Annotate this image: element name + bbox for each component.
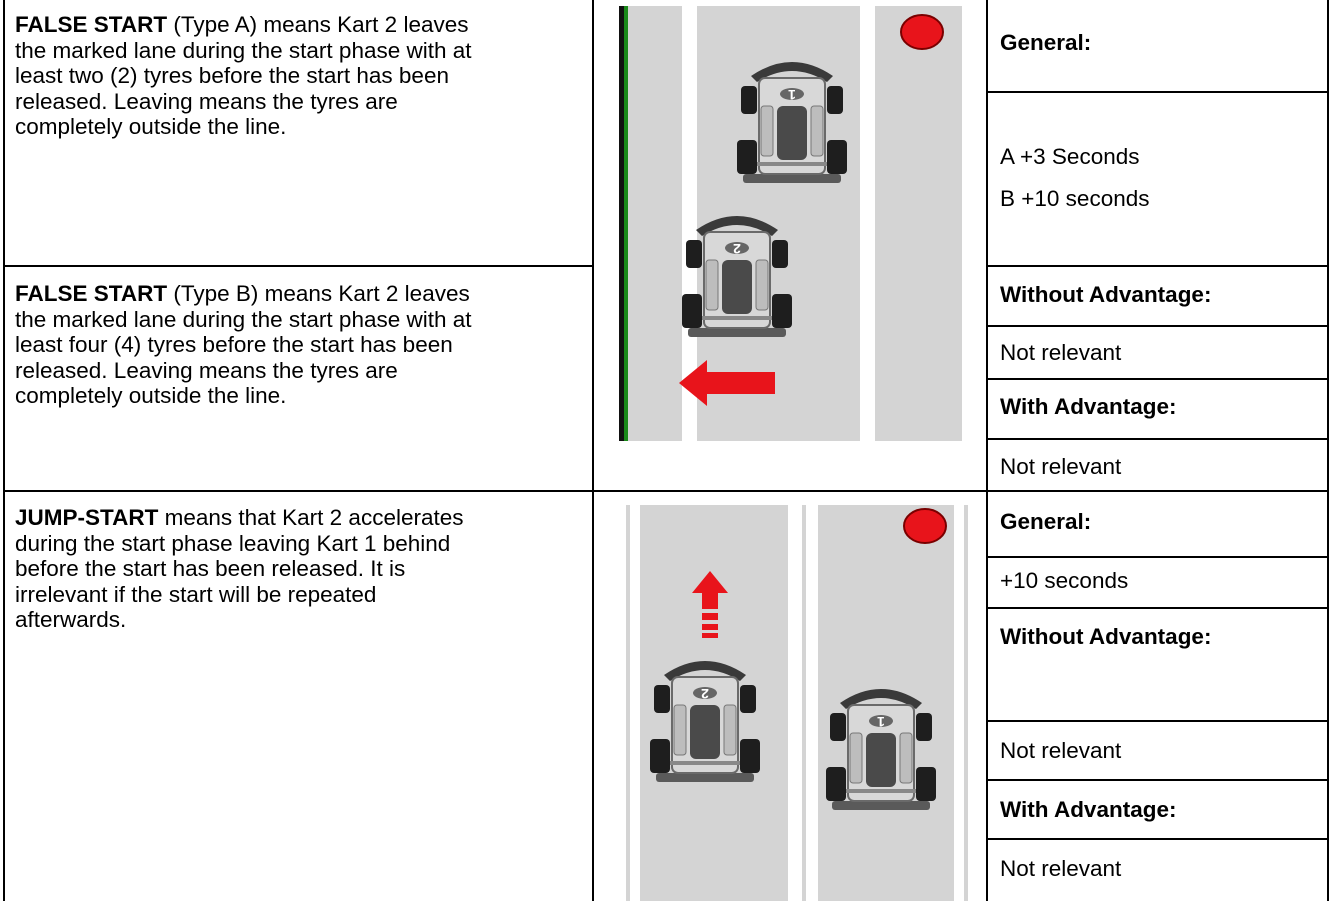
r1-pen-divider-2: [986, 265, 1329, 267]
r2-without-advantage-value: Not relevant: [1000, 738, 1122, 763]
r1-with-advantage-value: Not relevant: [1000, 454, 1122, 479]
term-jump-start: JUMP-START: [15, 505, 159, 530]
false-start-b-description: FALSE START (Type B) means Kart 2 leaves…: [15, 281, 480, 409]
r2-pen-divider-1: [986, 556, 1329, 558]
r2-general-value: +10 seconds: [1000, 568, 1129, 593]
false-start-a-description: FALSE START (Type A) means Kart 2 leaves…: [15, 12, 480, 140]
kart-1-icon: 1: [736, 61, 848, 184]
false-start-b-text: (Type B) means Kart 2 leaves the marked …: [15, 281, 472, 409]
r1-general-value-b: B +10 seconds: [1000, 186, 1150, 211]
row1-desc-divider: [3, 265, 593, 267]
col-divider-1: [592, 0, 594, 901]
up-arrow-icon: [692, 571, 728, 638]
r2-pen-divider-2: [986, 607, 1329, 609]
jump-start-diagram: 2 1: [622, 505, 972, 901]
r2-general-label: General:: [1000, 509, 1092, 534]
r2-pen-divider-5: [986, 838, 1329, 840]
kart-2-icon: 2: [649, 660, 761, 783]
table-border-right: [1327, 0, 1329, 901]
r1-without-advantage-label: Without Advantage:: [1000, 282, 1212, 307]
jump-start-text: means that Kart 2 accelerates during the…: [15, 505, 464, 633]
false-start-diagram: 1 2: [617, 6, 962, 441]
table-border-left: [3, 0, 5, 901]
kart-2-number: 2: [701, 686, 709, 702]
r1-pen-divider-1: [986, 91, 1329, 93]
red-light-icon: [900, 14, 944, 50]
r1-general-value-a: A +3 Seconds: [1000, 144, 1140, 169]
kart-2-number: 2: [733, 241, 741, 257]
kart-1-number: 1: [788, 87, 796, 103]
kart-1-icon: 1: [825, 688, 937, 811]
row-divider-main: [3, 490, 1329, 492]
r2-with-advantage-label: With Advantage:: [1000, 797, 1177, 822]
r2-pen-divider-4: [986, 779, 1329, 781]
term-false-start-a: FALSE START: [15, 12, 168, 37]
kart-2-icon: 2: [681, 215, 793, 338]
col-divider-2: [986, 0, 988, 901]
kart-1-number: 1: [877, 714, 885, 730]
r2-with-advantage-value: Not relevant: [1000, 856, 1122, 881]
r1-pen-divider-3: [986, 325, 1329, 327]
false-start-a-text: (Type A) means Kart 2 leaves the marked …: [15, 12, 472, 140]
r2-pen-divider-3: [986, 720, 1329, 722]
red-light-icon: [903, 508, 947, 544]
r1-pen-divider-5: [986, 438, 1329, 440]
left-arrow-icon: [679, 360, 775, 406]
jump-start-description: JUMP-START means that Kart 2 accelerates…: [15, 505, 480, 633]
r1-without-advantage-value: Not relevant: [1000, 340, 1122, 365]
r1-general-label: General:: [1000, 30, 1092, 55]
r1-with-advantage-label: With Advantage:: [1000, 394, 1177, 419]
r1-pen-divider-4: [986, 378, 1329, 380]
r2-without-advantage-label: Without Advantage:: [1000, 624, 1212, 649]
term-false-start-b: FALSE START: [15, 281, 168, 306]
